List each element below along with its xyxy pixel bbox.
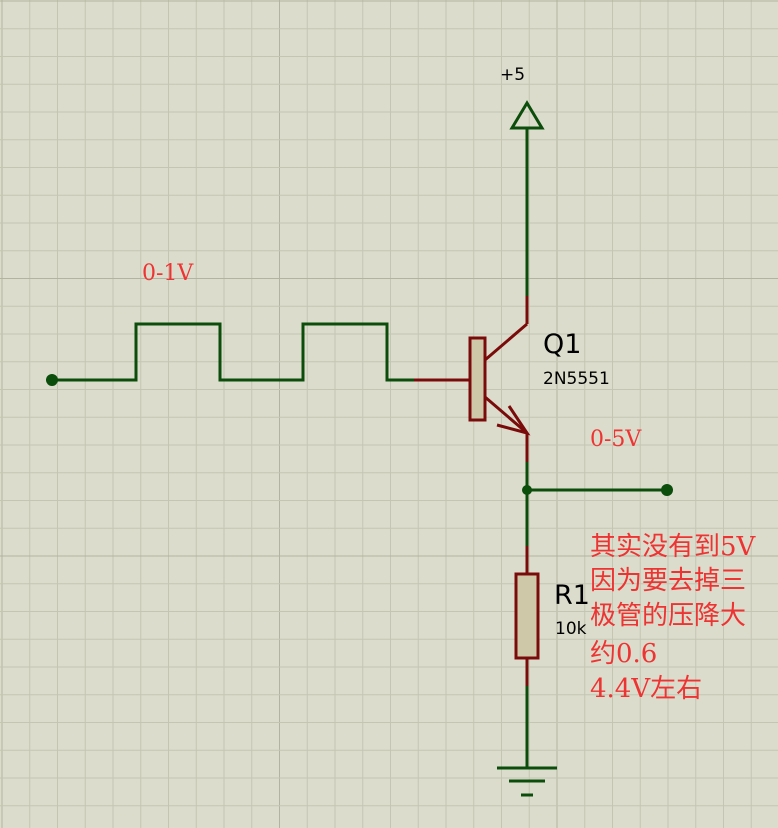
transistor-value: 2N5551: [543, 369, 610, 389]
input-signal-label: 0-1V: [142, 261, 194, 286]
note-block: 其实没有到5V 因为要去掉三 极管的压降大 约0.6 4.4V左右: [590, 532, 757, 704]
resistor-value: 10k: [555, 619, 587, 639]
power-label: +5: [500, 65, 525, 85]
output-signal-label: 0-5V: [590, 427, 642, 452]
ground-icon: [497, 766, 557, 797]
input-square-wave: [46, 322, 414, 386]
resistor-r1[interactable]: [514, 546, 540, 686]
note-line: 约0.6: [590, 639, 657, 669]
transistor-q1[interactable]: [414, 296, 531, 462]
note-line: 极管的压降大: [590, 601, 746, 631]
note-line: 因为要去掉三: [590, 566, 746, 596]
note-line: 其实没有到5V: [590, 532, 757, 562]
note-line: 4.4V左右: [590, 674, 702, 704]
transistor-ref: Q1: [543, 329, 581, 360]
ground-terminal[interactable]: [497, 686, 557, 797]
resistor-ref: R1: [554, 580, 590, 611]
power-terminal[interactable]: [509, 100, 545, 296]
output-wire: [522, 462, 673, 546]
input-node[interactable]: [46, 374, 58, 386]
power-arrow-icon: [509, 100, 545, 130]
junction-node: [522, 485, 532, 495]
output-node[interactable]: [661, 484, 673, 496]
